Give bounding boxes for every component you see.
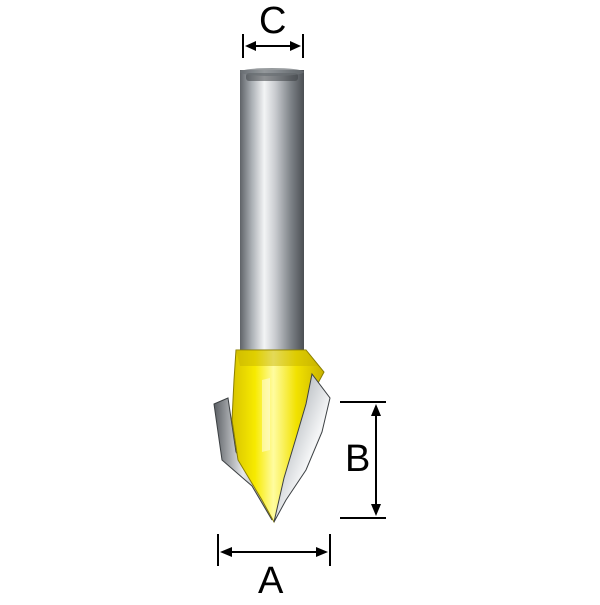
- dimension-c: [242, 34, 304, 58]
- dimension-b: [340, 401, 386, 519]
- dimension-c-label: C: [259, 0, 287, 42]
- dimension-a-label: A: [258, 560, 284, 602]
- dimension-a: [217, 534, 331, 566]
- dimension-b-label: B: [345, 438, 371, 480]
- right-cutting-edge: [273, 372, 331, 523]
- shank: [240, 68, 304, 360]
